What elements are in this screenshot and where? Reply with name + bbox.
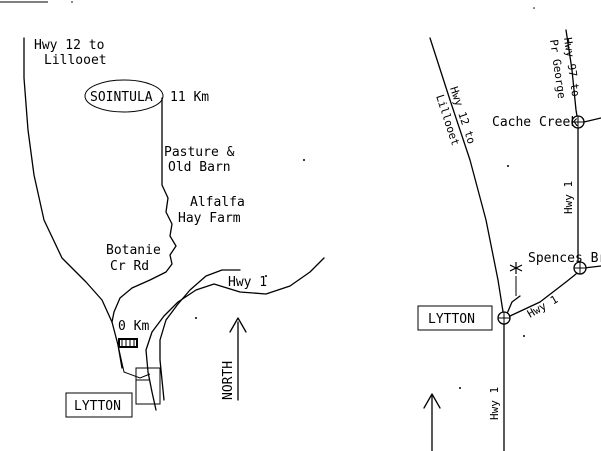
town-circle-icon (497, 311, 511, 325)
pasture-label-line1: Pasture & (164, 145, 235, 160)
hwy12-road (23, 37, 123, 369)
hwy1-north-label: Hwy 1 (562, 181, 575, 214)
lytton-box-right (417, 305, 493, 331)
sointula-ellipse (84, 79, 164, 113)
north-label: NORTH (221, 361, 236, 400)
asterisk-landmark-icon (509, 262, 523, 274)
hwy1-south-label: Hwy 1 (488, 387, 501, 420)
north-arrow-icon (423, 393, 441, 451)
botanie-label-line2: Cr Rd (110, 259, 149, 274)
zero-km-label: 0 Km (118, 319, 149, 334)
alfalfa-label-line1: Alfalfa (190, 195, 245, 210)
alfalfa-label-line2: Hay Farm (178, 211, 241, 226)
town-circle-icon (571, 115, 585, 129)
right-map: Hwy 12 to Lillooet Hwy 97 to Pr George C… (417, 7, 601, 451)
town-circle-icon (573, 261, 587, 275)
lytton-street (117, 344, 151, 379)
lytton-label-right: LYTTON (428, 312, 475, 327)
left-map: Hwy 12 to Lillooet SOINTULA 11 Km Pastur… (0, 1, 325, 418)
hwy1-road-left-inner (159, 269, 241, 401)
botanie-creek-road (111, 97, 177, 323)
lytton-block (135, 367, 161, 405)
lytton-label-left: LYTTON (74, 399, 121, 414)
sointula-distance: 11 Km (170, 90, 209, 105)
pasture-label-line2: Old Barn (168, 160, 231, 175)
hwy12-label-line2: Lillooet (44, 53, 107, 68)
hwy12-label-line1: Hwy 12 to (34, 38, 104, 53)
hwy1-mid-label: Hwy 1 (525, 293, 560, 321)
hwy1-label: Hwy 1 (228, 275, 267, 290)
cache-creek-label: Cache Creek (492, 115, 578, 130)
north-arrow-icon (229, 317, 247, 401)
lytton-box (65, 392, 133, 418)
spences-bridge-label: Spences Br (528, 251, 601, 266)
hwy12-road-right (429, 37, 505, 319)
botanie-label-line1: Botanie (106, 243, 161, 258)
hwy1-mid-road (509, 273, 577, 317)
sointula-label: SOINTULA (90, 90, 153, 105)
